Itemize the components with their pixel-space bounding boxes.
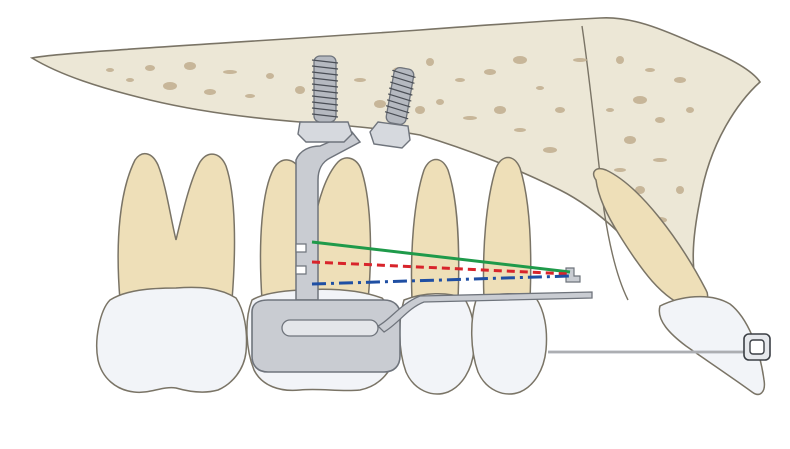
screw-thread: [311, 107, 339, 112]
trabecular-spot: [514, 128, 526, 132]
trabecular-spot: [655, 117, 665, 123]
trabecular-spot: [573, 58, 587, 62]
canine-crown: [658, 295, 766, 396]
miniscrew-right: [369, 66, 416, 149]
trabecular-spot: [295, 86, 305, 94]
screw-thread: [391, 75, 415, 84]
appliance-vertical-arm: [295, 131, 362, 301]
trabecular-spot: [106, 68, 114, 72]
molar-roots: [117, 153, 236, 301]
force-line-green: [311, 240, 571, 274]
screw-thread: [390, 81, 414, 90]
trabecular-spot: [674, 77, 686, 83]
trabecular-spot: [184, 62, 196, 70]
trabecular-spot: [463, 116, 477, 120]
miniscrew-left-threads: [311, 59, 339, 118]
trabecular-spot: [245, 94, 255, 98]
trabecular-spot: [653, 158, 667, 162]
screw-thread: [311, 77, 339, 82]
trabecular-spot: [426, 58, 434, 66]
trabecular-spot: [606, 108, 614, 112]
trabecular-pattern: [106, 56, 694, 223]
band-tube: [281, 319, 379, 337]
trabecular-spot: [635, 186, 645, 194]
trabecular-spot: [624, 136, 636, 144]
canine-tooth: [592, 168, 766, 396]
trabecular-spot: [614, 168, 626, 172]
trabecular-spot: [266, 73, 274, 79]
trabecular-spot: [633, 96, 647, 104]
appliance-hooks: [295, 243, 307, 275]
appliance: [251, 131, 593, 373]
screw-thread: [389, 87, 413, 96]
trabecular-spot: [163, 82, 177, 90]
bone-shape: [29, 16, 762, 302]
screw-thread: [388, 93, 412, 102]
trabecular-spot: [484, 69, 496, 75]
trabecular-spot: [204, 89, 216, 95]
miniscrew-left: [297, 55, 353, 143]
trabecular-spot: [223, 70, 237, 74]
miniscrew-left-head: [297, 121, 353, 143]
force-line-red: [311, 260, 571, 276]
trabecular-spot: [555, 107, 565, 113]
trabecular-spot: [455, 78, 465, 82]
trabecular-spot: [374, 100, 386, 108]
trabecular-spot: [354, 78, 366, 82]
screw-thread: [386, 99, 411, 108]
lever-arm: [376, 291, 593, 333]
screw-thread: [311, 95, 339, 100]
screw-thread: [311, 59, 339, 64]
trabecular-spot: [436, 99, 444, 105]
miniscrew-right-threads: [384, 69, 416, 120]
premolar-first-root: [410, 158, 460, 301]
bracket: [743, 333, 771, 361]
trabecular-spot: [616, 56, 624, 64]
screw-thread: [311, 65, 339, 70]
screw-thread: [311, 101, 339, 106]
force-line-blue: [311, 274, 571, 286]
molar-crown: [95, 286, 248, 394]
trabecular-spot: [145, 65, 155, 71]
trabecular-spot: [415, 106, 425, 114]
trabecular-spot: [536, 86, 544, 90]
trabecular-spot: [686, 107, 694, 113]
screw-thread: [384, 111, 409, 120]
premolar-second-crown: [470, 293, 548, 395]
trabecular-spot: [645, 68, 655, 72]
screw-thread: [311, 71, 339, 76]
bracket-slot: [749, 339, 765, 355]
trabecular-spot: [543, 147, 557, 153]
premolar-first: [398, 158, 476, 395]
trabecular-spot: [676, 186, 684, 194]
trabecular-spot: [494, 106, 506, 114]
screw-thread: [385, 105, 410, 114]
miniscrew-left-shaft: [313, 55, 337, 123]
trabecular-spot: [126, 78, 134, 82]
maxillary-bone: [29, 16, 762, 302]
screw-thread: [392, 69, 416, 78]
molar: [95, 153, 248, 394]
trabecular-spot: [513, 56, 527, 64]
screw-thread: [311, 83, 339, 88]
screw-thread: [311, 113, 339, 118]
miniscrew-right-head: [369, 121, 411, 149]
force-lines: [311, 240, 571, 286]
screw-thread: [311, 89, 339, 94]
